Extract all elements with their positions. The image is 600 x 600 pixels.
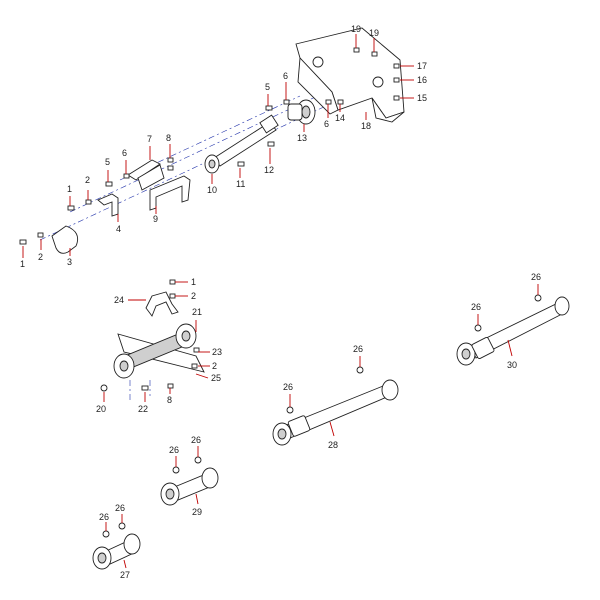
hardware-small-parts bbox=[19, 47, 400, 245]
callout-label: 23 bbox=[212, 347, 222, 357]
callout-label: 26 bbox=[471, 302, 481, 312]
callout-label: 6 bbox=[283, 71, 288, 81]
callout-label: 2 bbox=[38, 252, 43, 262]
callout-label: 1 bbox=[191, 277, 196, 287]
callout-label: 26 bbox=[191, 435, 201, 445]
callout-label: 10 bbox=[207, 185, 217, 195]
callout-label: 6 bbox=[324, 119, 329, 129]
drive-shaft-27: 26 26 27 bbox=[92, 503, 141, 580]
coupling-flange bbox=[287, 99, 316, 125]
callout-label: 29 bbox=[192, 507, 202, 517]
callout-label: 7 bbox=[147, 134, 152, 144]
callout-label: 26 bbox=[283, 382, 293, 392]
support-bracket bbox=[149, 175, 191, 211]
u-bolt bbox=[51, 225, 79, 254]
bracket-plate bbox=[127, 159, 165, 191]
callout-label: 19 bbox=[369, 28, 379, 38]
callout-label: 11 bbox=[236, 179, 245, 189]
callout-label: 21 bbox=[192, 307, 202, 317]
middle-assembly: 1 2 24 21 23 2 25 20 22 8 bbox=[96, 277, 222, 414]
callout-label: 8 bbox=[167, 395, 172, 405]
callout-label: 22 bbox=[138, 404, 148, 414]
callout-label: 6 bbox=[122, 148, 127, 158]
callout-label: 16 bbox=[417, 75, 427, 85]
leader-lines bbox=[103, 281, 210, 402]
short-drive-shaft bbox=[113, 323, 197, 379]
callout-label: 2 bbox=[191, 291, 196, 301]
drive-shaft-28: 26 26 28 bbox=[272, 344, 399, 450]
callout-label: 13 bbox=[297, 133, 307, 143]
hanger-bracket bbox=[145, 291, 179, 317]
callout-label: 24 bbox=[114, 295, 124, 305]
callout-label: 2 bbox=[85, 175, 90, 185]
leader-lines bbox=[22, 34, 414, 258]
callout-label: 5 bbox=[105, 157, 110, 167]
drive-shaft-29: 26 26 29 bbox=[160, 435, 219, 517]
callout-label: 30 bbox=[507, 360, 517, 370]
angle-bracket bbox=[97, 193, 119, 217]
callout-label: 12 bbox=[264, 165, 274, 175]
callout-label: 20 bbox=[96, 404, 106, 414]
drive-shaft bbox=[213, 114, 279, 167]
callout-label: 26 bbox=[531, 272, 541, 282]
callout-label: 28 bbox=[328, 440, 338, 450]
callout-label: 5 bbox=[265, 82, 270, 92]
callout-label: 15 bbox=[417, 93, 427, 103]
yoke-flange bbox=[204, 154, 220, 174]
callout-label: 26 bbox=[99, 512, 109, 522]
upper-assembly: 1 2 3 1 2 4 5 6 7 8 9 10 11 12 5 6 13 6 … bbox=[19, 24, 427, 269]
callout-label: 8 bbox=[166, 133, 171, 143]
callout-label: 3 bbox=[67, 257, 72, 267]
callout-label: 1 bbox=[67, 184, 72, 194]
callout-label: 17 bbox=[417, 61, 427, 71]
callout-label: 19 bbox=[351, 24, 361, 34]
callout-label: 9 bbox=[153, 214, 158, 224]
drive-shaft-30: 26 26 30 bbox=[456, 272, 570, 370]
callout-label: 1 bbox=[20, 259, 25, 269]
callout-label: 25 bbox=[211, 373, 221, 383]
callout-label: 14 bbox=[335, 113, 345, 123]
callout-label: 27 bbox=[120, 570, 130, 580]
callout-label: 18 bbox=[361, 121, 371, 131]
callout-label: 26 bbox=[115, 503, 125, 513]
callout-label: 26 bbox=[353, 344, 363, 354]
callout-label: 26 bbox=[169, 445, 179, 455]
callout-label: 4 bbox=[116, 224, 121, 234]
callout-label: 2 bbox=[212, 361, 217, 371]
